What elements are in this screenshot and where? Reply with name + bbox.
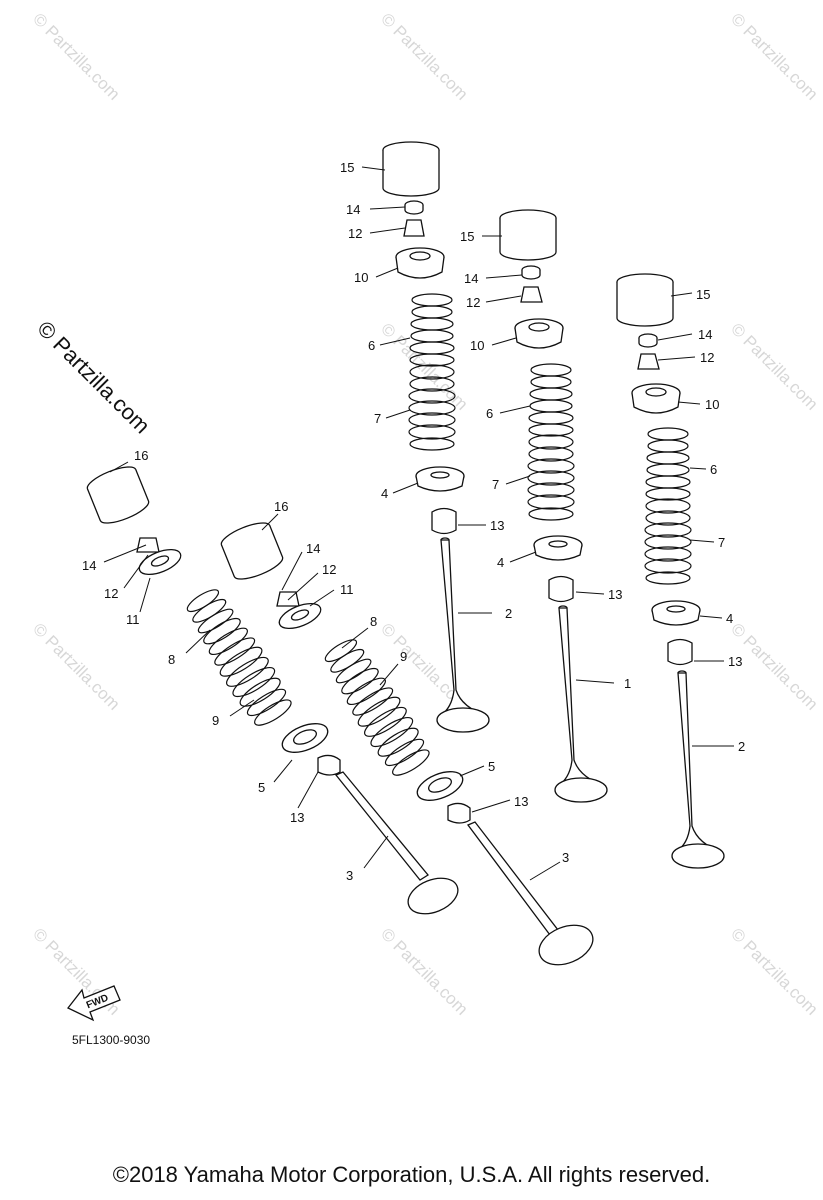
inner-spring — [644, 427, 692, 585]
callout-label: 15 — [696, 287, 710, 302]
watermark: © Partzilla.com — [727, 924, 821, 1018]
callout-label: 13 — [514, 794, 528, 809]
callout-label: 14 — [306, 541, 320, 556]
valve-assembly-a — [382, 141, 490, 733]
valve-assembly-c — [616, 273, 725, 869]
callout-label: 5 — [488, 759, 495, 774]
callout-label: 14 — [698, 327, 712, 342]
callout-label: 13 — [290, 810, 304, 825]
watermark: © Partzilla.com — [727, 319, 821, 413]
exhaust-spring — [324, 639, 430, 776]
callout-label: 13 — [490, 518, 504, 533]
callout-label: 4 — [726, 611, 733, 626]
watermark: © Partzilla.com — [377, 319, 471, 413]
valve-parts-diagram: © Partzilla.com © Partzilla.com © Partzi… — [29, 9, 821, 1047]
callout-label: 12 — [322, 562, 336, 577]
diagram-code: 5FL1300-9030 — [72, 1033, 150, 1047]
callout-label: 10 — [470, 338, 484, 353]
callout-label: 14 — [82, 558, 96, 573]
callout-label: 10 — [354, 270, 368, 285]
callout-label: 5 — [258, 780, 265, 795]
callout-label: 12 — [348, 226, 362, 241]
valve-assembly-d — [86, 466, 459, 915]
callout-label: 7 — [718, 535, 725, 550]
callout-label: 12 — [466, 295, 480, 310]
callout-label: 8 — [168, 652, 175, 667]
watermark: © Partzilla.com — [29, 9, 123, 103]
callout-label: 6 — [486, 406, 493, 421]
callout-label: 10 — [705, 397, 719, 412]
callout-label: 14 — [346, 202, 360, 217]
callout-label: 6 — [710, 462, 717, 477]
callout-label: 4 — [497, 555, 504, 570]
callout-label: 11 — [126, 612, 140, 627]
callout-label: 3 — [562, 850, 569, 865]
inner-spring — [527, 363, 575, 521]
callout-label: 13 — [728, 654, 742, 669]
inner-spring — [408, 293, 456, 451]
callout-label: 8 — [370, 614, 377, 629]
valve-assembly-e — [220, 522, 594, 966]
callout-label: 11 — [340, 582, 354, 597]
callout-label: 2 — [738, 739, 745, 754]
watermark: © Partzilla.com — [377, 924, 471, 1018]
callout-label: 1 — [624, 676, 631, 691]
watermark: © Partzilla.com — [727, 9, 821, 103]
callout-label: 16 — [274, 499, 288, 514]
valve-assembly-b — [499, 209, 608, 803]
watermark: © Partzilla.com — [32, 316, 155, 439]
callout-label: 7 — [492, 477, 499, 492]
callout-label: 9 — [400, 649, 407, 664]
callout-label: 14 — [464, 271, 478, 286]
callout-label: 12 — [700, 350, 714, 365]
callout-label: 16 — [134, 448, 148, 463]
callout-label: 3 — [346, 868, 353, 883]
callout-label: 2 — [505, 606, 512, 621]
exhaust-spring — [186, 589, 292, 726]
callout-label: 4 — [381, 486, 388, 501]
callout-label: 12 — [104, 586, 118, 601]
watermark: © Partzilla.com — [29, 619, 123, 713]
callout-label: 13 — [608, 587, 622, 602]
fwd-arrow: FWD — [66, 985, 121, 1022]
callout-label: 9 — [212, 713, 219, 728]
callout-label: 6 — [368, 338, 375, 353]
callout-labels: 15 14 12 10 6 7 4 13 2 15 14 12 10 6 7 4… — [82, 160, 745, 883]
watermark: © Partzilla.com — [377, 9, 471, 103]
leader-lines — [103, 166, 734, 881]
callout-label: 15 — [460, 229, 474, 244]
copyright-notice: ©2018 Yamaha Motor Corporation, U.S.A. A… — [112, 1162, 711, 1187]
callout-label: 7 — [374, 411, 381, 426]
callout-label: 15 — [340, 160, 354, 175]
